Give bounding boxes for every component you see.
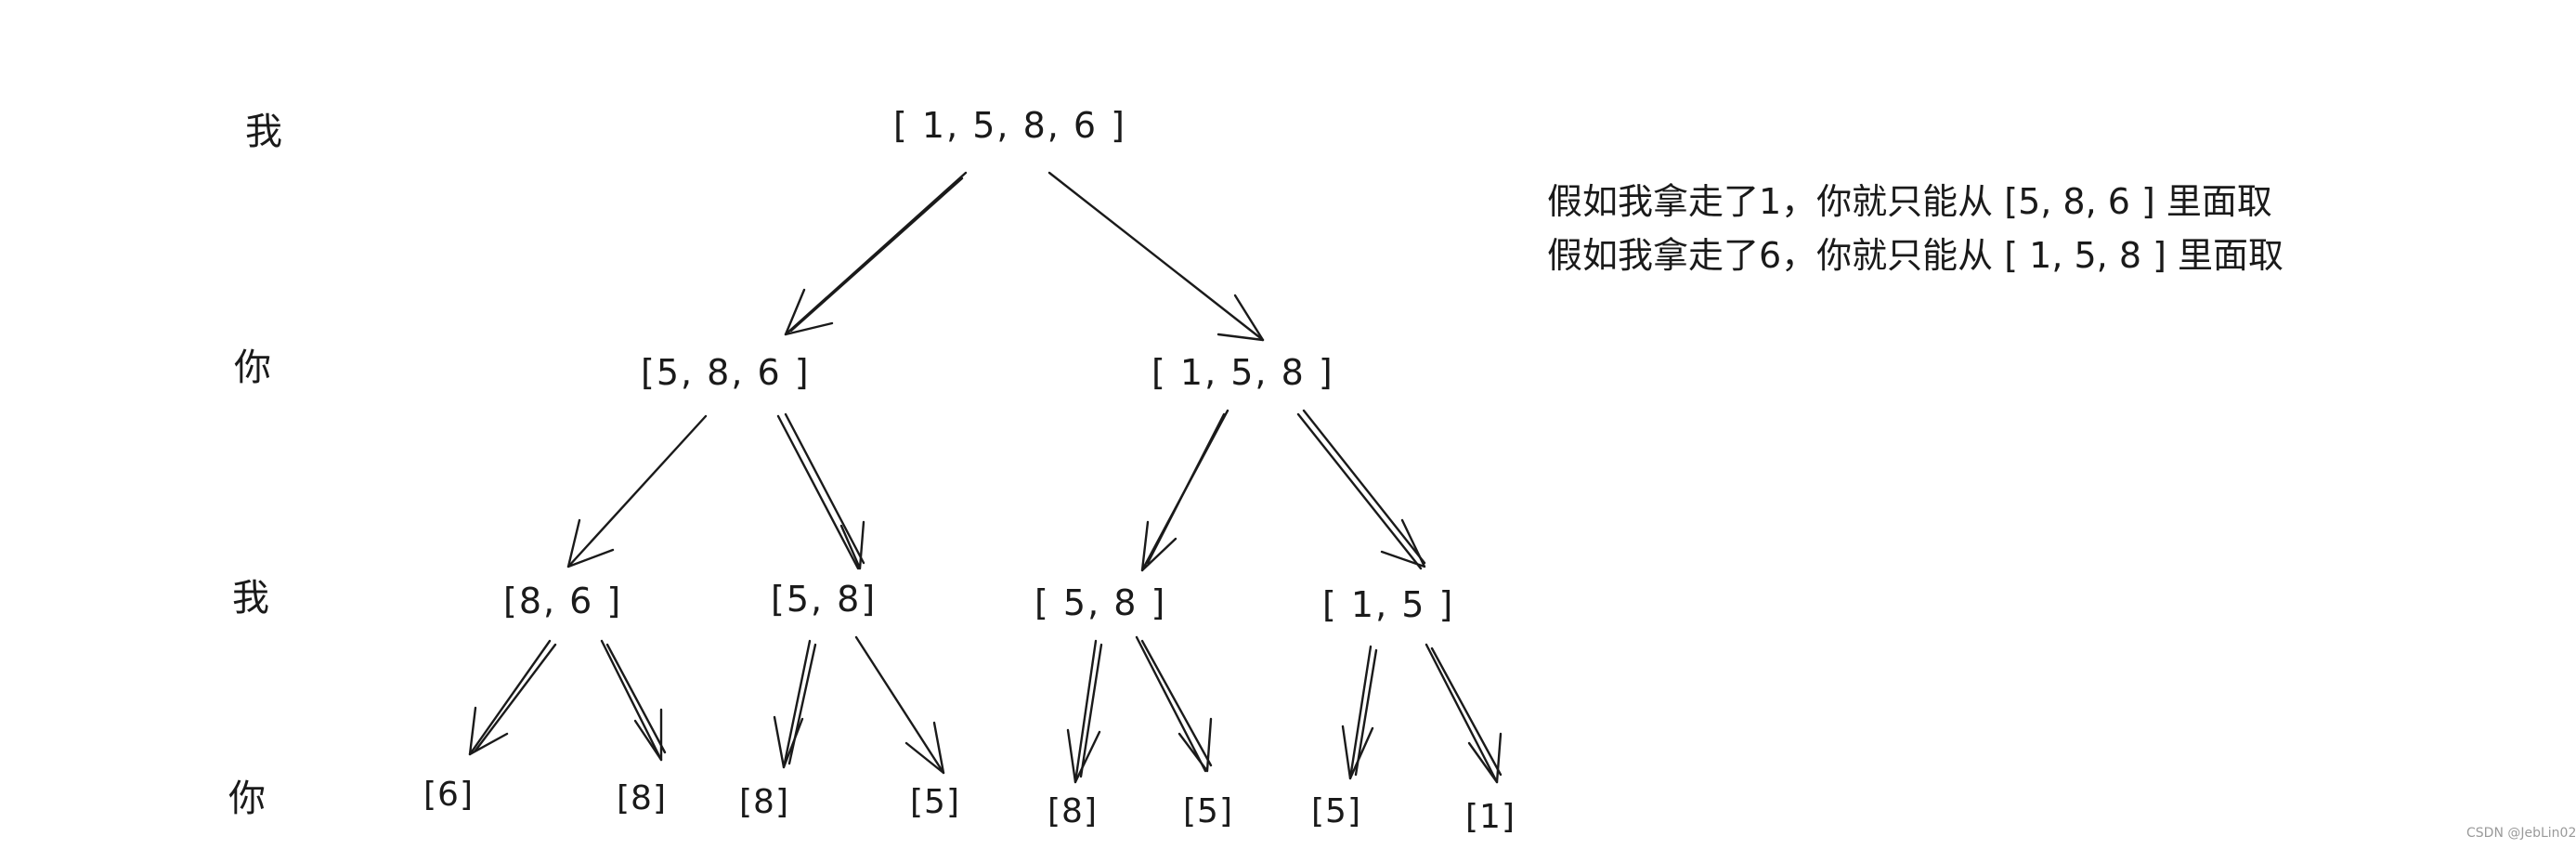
tree-node-l2-a: [8, 6 ] xyxy=(503,581,623,621)
edge-l1a-l2b xyxy=(776,412,865,570)
tree-node-root: [ 1, 5, 8, 6 ] xyxy=(893,105,1126,146)
watermark: CSDN @JebLin02 xyxy=(2466,826,2576,841)
turn-label-me-level2: 我 xyxy=(232,577,269,620)
tree-leaf-7: [5] xyxy=(1311,792,1361,830)
edge-l2c-l3e xyxy=(1066,639,1103,784)
tree-node-l1-left: [5, 8, 6 ] xyxy=(641,352,811,393)
edge-l2b-l3c xyxy=(773,639,817,769)
edge-l2a-l3a xyxy=(468,639,557,756)
turn-label-me-level0: 我 xyxy=(245,111,282,153)
tree-node-l2-d: [ 1, 5 ] xyxy=(1322,584,1455,625)
edge-l1a-l2a xyxy=(566,414,708,568)
tree-leaf-5: [8] xyxy=(1047,792,1098,830)
edge-l2b-l3d xyxy=(854,635,945,775)
edge-l2d-l3g xyxy=(1341,645,1378,780)
tree-node-l2-c: [ 5, 8 ] xyxy=(1034,582,1167,623)
tree-leaf-2: [8] xyxy=(617,779,667,817)
edge-l2c-l3f xyxy=(1135,635,1213,773)
edge-root-right xyxy=(1047,171,1265,342)
turn-label-you-level3: 你 xyxy=(228,777,266,820)
tree-node-l2-b: [5, 8] xyxy=(771,579,878,620)
note-line-2: 假如我拿走了6，你就只能从 [ 1, 5, 8 ] 里面取 xyxy=(1547,235,2283,276)
tree-leaf-6: [5] xyxy=(1183,792,1233,830)
edge-l2d-l3h xyxy=(1425,643,1503,784)
edge-l1b-l2d xyxy=(1296,409,1426,570)
tree-node-l1-right: [ 1, 5, 8 ] xyxy=(1151,352,1334,393)
note-line-1: 假如我拿走了1，你就只能从 [5, 8, 6 ] 里面取 xyxy=(1547,181,2272,222)
edge-l2a-l3b xyxy=(600,639,667,762)
tree-leaf-3: [8] xyxy=(739,783,789,821)
tree-leaf-1: [6] xyxy=(423,776,474,814)
tree-leaf-8: [1] xyxy=(1465,798,1516,836)
edge-l1b-l2c xyxy=(1140,409,1229,572)
tree-leaf-4: [5] xyxy=(910,783,960,821)
edge-root-left xyxy=(784,171,968,336)
turn-label-you-level1: 你 xyxy=(234,346,271,389)
